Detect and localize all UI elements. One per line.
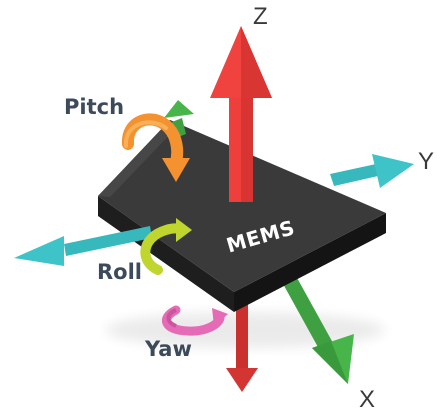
x-axis-label: X: [359, 386, 376, 413]
z-axis-label: Z: [253, 3, 268, 30]
y-axis-label: Y: [418, 148, 435, 175]
pitch-rotation-arrow: [122, 113, 190, 182]
x-axis-arrow: [282, 276, 354, 384]
roll-rotation-arrow: [140, 218, 192, 275]
y-axis-right-arrow: [330, 154, 414, 188]
z-axis-upper-arrow: [210, 26, 272, 202]
z-axis-lower-arrow: [226, 292, 258, 392]
yaw-rotation-arrow: [162, 305, 228, 336]
pitch-label: Pitch: [64, 95, 125, 119]
yaw-label: Yaw: [145, 337, 192, 361]
y-axis-left-arrow: [14, 226, 152, 266]
roll-label: Roll: [97, 260, 142, 284]
